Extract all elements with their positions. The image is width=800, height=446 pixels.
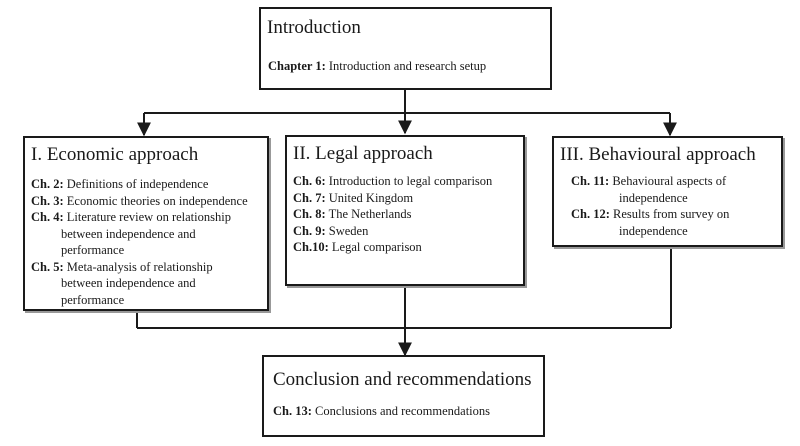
legal-chapter-list: Ch. 6: Introduction to legal comparison … <box>293 173 492 256</box>
chapter-text: Behavioural aspects of <box>612 174 727 188</box>
chapter-line: Ch. 2: Definitions of independence <box>31 176 248 193</box>
chapter-line: Ch. 12: Results from survey on <box>571 206 729 223</box>
chapter-label: Ch. 12: <box>571 207 610 221</box>
conclusion-box: Conclusion and recommendations Ch. 13: C… <box>262 355 545 437</box>
chapter-label: Chapter 1: <box>268 59 326 73</box>
chapter-text: Introduction and research setup <box>328 59 487 73</box>
conclusion-title: Conclusion and recommendations <box>273 369 532 390</box>
behavioural-approach-title: III. Behavioural approach <box>560 144 756 165</box>
chapter-label: Ch. 4: <box>31 210 64 224</box>
conclusion-chapter-list: Ch. 13: Conclusions and recommendations <box>273 403 490 420</box>
chapter-line: Chapter 1: Introduction and research set… <box>268 58 486 75</box>
chapter-line-continued: between independence and <box>61 226 196 241</box>
chapter-label: Ch. 11: <box>571 174 610 188</box>
intro-chapter-list: Chapter 1: Introduction and research set… <box>268 58 486 75</box>
chapter-line: Ch. 9: Sweden <box>293 223 492 240</box>
intro-title: Introduction <box>267 17 361 38</box>
economic-approach-title: I. Economic approach <box>31 144 199 165</box>
chapter-line: Ch. 6: Introduction to legal comparison <box>293 173 492 190</box>
chapter-label: Ch. 8: <box>293 207 326 221</box>
chapter-text: Economic theories on independence <box>66 193 248 208</box>
behavioural-chapter-list: Ch. 11: Behavioural aspects of independe… <box>571 173 729 239</box>
chapter-line: Ch. 3: Economic theories on independence <box>31 193 248 210</box>
chapter-text: Meta-analysis of relationship <box>66 259 213 274</box>
chapter-line-continued: independence <box>619 190 688 205</box>
chapter-text: Legal comparison <box>331 240 422 254</box>
chapter-text: The Netherlands <box>328 207 412 221</box>
chapter-label: Ch.10: <box>293 240 329 254</box>
chapter-label: Ch. 5: <box>31 259 64 274</box>
chapter-line-continued: independence <box>619 223 688 238</box>
economic-approach-box: I. Economic approach Ch. 2: Definitions … <box>23 136 269 311</box>
chapter-line: Ch. 4: Literature review on relationship <box>31 209 248 226</box>
chapter-text: Introduction to legal comparison <box>328 174 493 188</box>
chapter-label: Ch. 13: <box>273 404 312 418</box>
chapter-line-continued: between independence and <box>61 276 196 290</box>
chapter-text: Conclusions and recommendations <box>315 404 491 418</box>
chapter-text: Literature review on relationship <box>66 210 231 224</box>
chapter-line: Ch. 7: United Kingdom <box>293 190 492 207</box>
chapter-line-continued: performance <box>61 292 125 307</box>
chapter-text: Sweden <box>328 223 369 238</box>
chapter-text: Results from survey on <box>613 207 730 221</box>
chapter-text: Definitions of independence <box>66 177 209 191</box>
chapter-label: Ch. 9: <box>293 223 326 238</box>
chapter-line: Ch. 11: Behavioural aspects of <box>571 173 729 190</box>
behavioural-approach-box: III. Behavioural approach Ch. 11: Behavi… <box>552 136 783 247</box>
chapter-line: Ch. 8: The Netherlands <box>293 206 492 223</box>
chapter-line-continued: performance <box>61 243 125 257</box>
chapter-label: Ch. 7: <box>293 190 326 205</box>
chapter-label: Ch. 3: <box>31 193 64 208</box>
chapter-text: United Kingdom <box>328 190 414 205</box>
legal-approach-title: II. Legal approach <box>293 143 433 164</box>
legal-approach-box: II. Legal approach Ch. 6: Introduction t… <box>285 135 525 286</box>
chapter-line: Ch. 5: Meta-analysis of relationship <box>31 259 248 276</box>
chapter-label: Ch. 2: <box>31 177 64 191</box>
chapter-label: Ch. 6: <box>293 174 326 188</box>
economic-chapter-list: Ch. 2: Definitions of independence Ch. 3… <box>31 176 248 308</box>
chapter-line: Ch.10: Legal comparison <box>293 239 492 256</box>
intro-box: Introduction Chapter 1: Introduction and… <box>259 7 552 90</box>
chapter-line: Ch. 13: Conclusions and recommendations <box>273 403 490 420</box>
